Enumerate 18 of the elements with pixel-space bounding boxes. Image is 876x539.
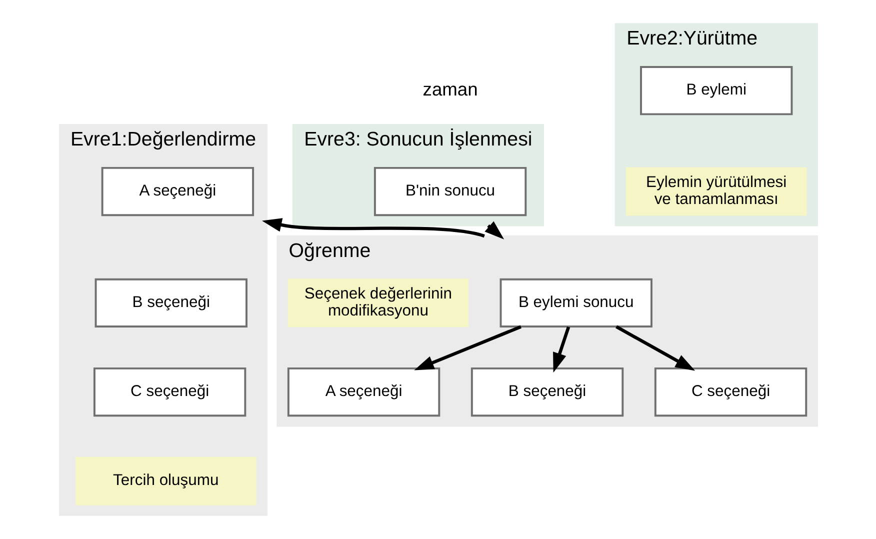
arrow: [552, 326, 570, 373]
node-box: B'nin sonucu: [373, 166, 526, 216]
node-box: C seçeneği: [654, 367, 807, 417]
node-box: B eylemi sonucu: [499, 278, 652, 328]
node-box: C seçeneği: [92, 367, 246, 417]
node-box: B seçeneği: [94, 278, 247, 328]
node-box: A seçeneği: [286, 367, 440, 417]
label: zaman: [422, 78, 478, 100]
node-box: Seçenek değerlerinin modifikasyonu: [287, 278, 468, 328]
arrow: [484, 221, 504, 240]
arrow: [615, 325, 695, 371]
node-box: Eylemin yürütülmesi ve tamamlanması: [625, 167, 806, 216]
node-box: Tercih oluşumu: [74, 456, 256, 506]
arrow: [261, 218, 484, 238]
node-box: B eylemi: [640, 66, 792, 116]
node-box: A seçeneği: [100, 166, 254, 216]
arrow: [414, 325, 521, 370]
node-box: B seçeneği: [470, 367, 624, 417]
